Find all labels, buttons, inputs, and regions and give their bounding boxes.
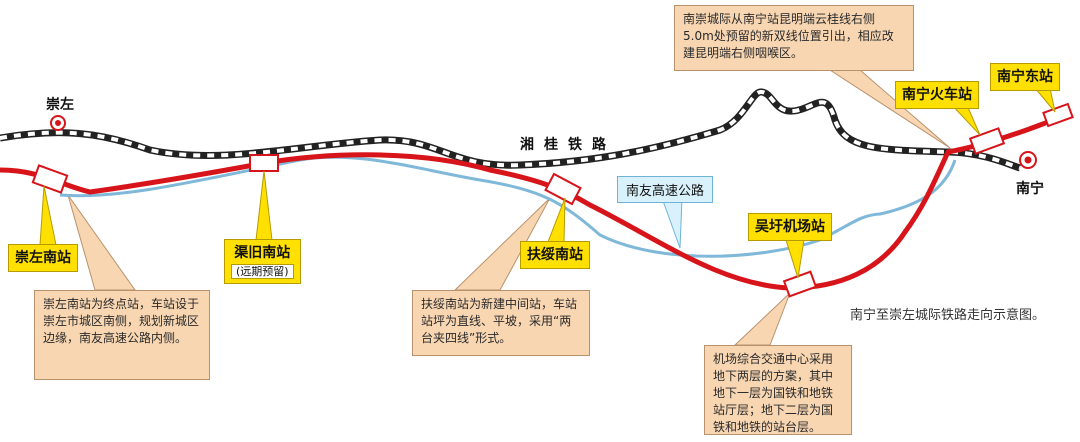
station-label-wuxu-airport: 吴圩机场站 [748,213,832,241]
expressway-label-pointer [661,197,683,249]
city-label-nanning: 南宁 [1016,181,1044,197]
label-pointer-nanning-east [1033,87,1056,113]
city-marker-chongzuo-icon [50,115,66,131]
label-pointer-chongzuo-south [39,185,57,246]
pointer-wuxu-note [733,292,791,346]
xianggui-railway-dash [0,90,1021,170]
note-chongzuo-south: 崇左南站为终点站，车站设于崇左市城区南侧，规划新城区边缘，南友高速公路内侧。 [34,290,210,380]
station-marker-quju-south [249,154,279,172]
station-label-quju-south: 渠旧南站 (远期预留) [224,239,301,284]
station-marker-nanning-east [1042,102,1074,128]
map-caption: 南宁至崇左城际铁路走向示意图。 [850,308,1046,323]
label-pointer-fusui-south [547,197,566,243]
station-marker-nanning-station [968,127,1006,155]
note-fusui-south: 扶绥南站为新建中间站，车站站坪为直线、平坡，采用“两台夹四线”形式。 [412,290,590,356]
expressway-label: 南友高速公路 [617,176,714,203]
station-marker-chongzuo-south [31,164,69,194]
note-nanning-station: 南崇城际从南宁站昆明端云桂线右侧5.0m处预留的新双线位置引出，相应改建昆明端右… [674,5,914,71]
station-label-chongzuo-south: 崇左南站 [8,244,78,272]
city-label-chongzuo: 崇左 [46,97,74,113]
quju-south-reserved-note: (远期预留) [231,264,294,279]
note-wuxu-airport: 机场综合交通中心采用地下两层的方案，其中地下一层为国铁和地铁站厅层；地下二层为国… [704,345,852,435]
city-marker-nanning-icon [1019,151,1037,169]
station-label-nanning-station: 南宁火车站 [895,81,979,109]
label-pointer-quju-south [255,170,273,241]
pointer-chongzuo-south-note [67,194,136,291]
quju-south-name: 渠旧南站 [234,245,291,261]
xianggui-railway-line [0,88,1022,172]
station-marker-wuxu-airport [782,270,818,298]
label-pointer-wuxu-airport [785,239,805,279]
station-label-fusui-south: 扶绥南站 [520,241,590,269]
station-label-nanning-east: 南宁东站 [990,63,1060,91]
railway-label: 湘桂铁路 [520,137,616,153]
nanchong-intercity-line [0,112,1066,291]
station-marker-fusui-south [544,172,582,206]
